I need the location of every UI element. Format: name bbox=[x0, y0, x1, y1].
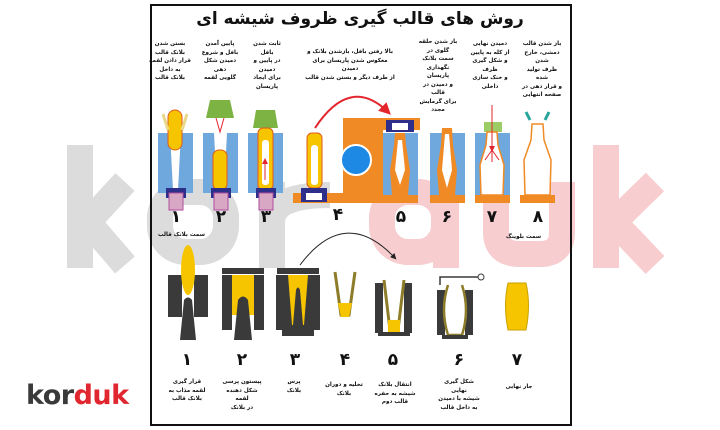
blow-step-7-number: ۷ bbox=[486, 207, 498, 227]
blank-mold-step-2 bbox=[203, 100, 238, 211]
press-step-6-number: ۶ bbox=[453, 350, 465, 370]
blow-step-4-text: بالا رفتن بافل، بازشدن بلانک و معکوس شدن… bbox=[305, 49, 395, 81]
blow-step-4-number: ۴ bbox=[332, 205, 344, 225]
press-step-2-text: پیستون پرسی شکل دهنده لقمه در بلانک bbox=[222, 379, 262, 411]
blow-step-2-text: پایین آمدن بافل و شروع دمیدن شکل دهی گلو… bbox=[201, 41, 239, 81]
blow-step-5-number: ۵ bbox=[395, 207, 407, 227]
press-step-4-number: ۴ bbox=[339, 350, 351, 370]
press-step-2-number: ۲ bbox=[236, 350, 248, 370]
logo-part1: kor bbox=[26, 380, 74, 411]
press-step-3-number: ۳ bbox=[289, 350, 301, 370]
press-step-4 bbox=[333, 271, 357, 317]
blank-mold-step-1 bbox=[158, 109, 193, 211]
transfer-arrow bbox=[299, 232, 397, 266]
blow-step-1-number: ۱ bbox=[170, 207, 182, 227]
blow-step-3-text: ثابت شدن بافل در پایین و دمیدن برای ایجا… bbox=[253, 41, 281, 90]
blow-step-2-number: ۲ bbox=[215, 207, 227, 227]
diagram-title: روش های قالب گیری ظروف شیشه ای bbox=[196, 9, 524, 29]
press-step-2 bbox=[222, 268, 264, 340]
press-step-1 bbox=[168, 245, 208, 340]
logo-part2: duk bbox=[73, 380, 130, 411]
press-step-7-number: ۷ bbox=[511, 350, 523, 370]
korduk-logo: korduk bbox=[26, 380, 129, 411]
blow-step-8-number: ۸ bbox=[532, 207, 544, 227]
blow-step-6-text: باز شدن حلقه گلوی در سمت بلانک نگهداری پ… bbox=[418, 39, 458, 113]
press-step-6 bbox=[437, 273, 485, 339]
blow-mold-step-6 bbox=[430, 128, 465, 203]
press-step-5-text: انتقال بلانک شیشه به حفره قالب دوم bbox=[374, 382, 416, 405]
press-step-3-text: پرس بلانک bbox=[286, 379, 302, 394]
blow-mold-step-7 bbox=[475, 105, 510, 203]
press-step-7-text: جار نهایی bbox=[505, 384, 533, 390]
blow-step-3-number: ۳ bbox=[260, 207, 272, 227]
press-step-1-text: قرار گیری لقمه مذاب به بلانک قالب bbox=[168, 379, 206, 402]
final-jar-step-7 bbox=[505, 282, 529, 331]
press-step-6-text: شکل گیری نهایی شیشه با دمیدن به داخل قال… bbox=[438, 379, 480, 411]
blank-side-label: سمت بلانک قالب bbox=[158, 232, 206, 238]
blow-step-7-text: دمیدن نهایی از کله به پایین و شکل گیری ظ… bbox=[470, 41, 510, 90]
blow-step-6-number: ۶ bbox=[441, 207, 453, 227]
blow-mold-step-5 bbox=[383, 120, 418, 203]
press-step-4-text: تخلیه و دوران بلانک bbox=[325, 382, 363, 397]
finished-bottle-step-8 bbox=[520, 111, 555, 203]
blow-side-label: سمت بلوینگ bbox=[506, 234, 542, 240]
press-step-3 bbox=[276, 268, 320, 336]
diagram-frame bbox=[150, 4, 572, 426]
blow-step-1-text: بستن شدن بلانک قالب قرار دادن لقمه به دا… bbox=[149, 41, 191, 81]
press-step-5-number: ۵ bbox=[387, 350, 399, 370]
invert-arm-step-4 bbox=[293, 95, 420, 203]
press-step-1-number: ۱ bbox=[181, 350, 193, 370]
blank-mold-step-3 bbox=[248, 110, 283, 211]
blow-step-8-text: باز شدن قالب دمشی، خارج شدن ظرف تولید شد… bbox=[521, 41, 563, 98]
press-step-5 bbox=[375, 279, 412, 336]
